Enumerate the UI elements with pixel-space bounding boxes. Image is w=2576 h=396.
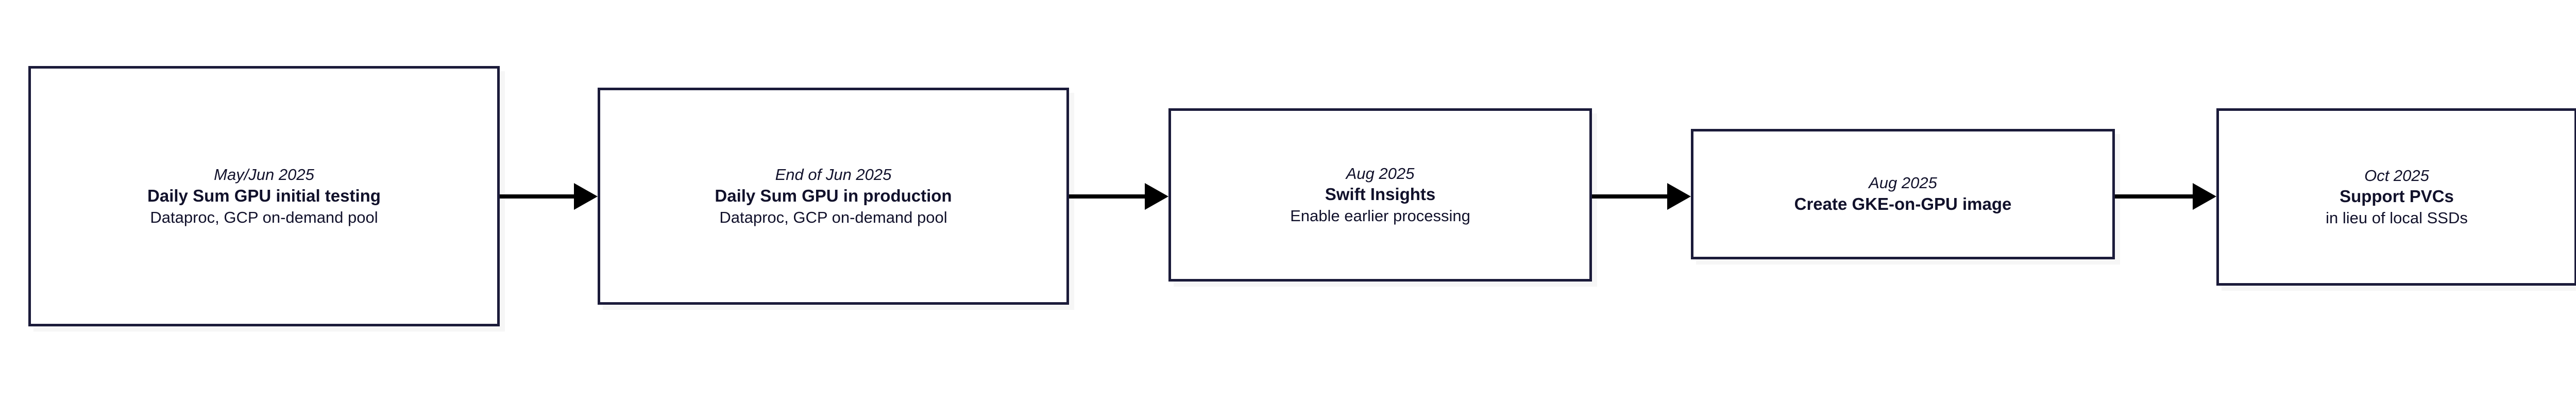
arrow-head-icon <box>2193 183 2216 210</box>
node-detail-label: Dataproc, GCP on-demand pool <box>719 208 947 226</box>
node-detail-label: Dataproc, GCP on-demand pool <box>150 208 378 226</box>
arrow-head-icon <box>1145 183 1168 210</box>
node-date-label: Aug 2025 <box>1869 174 1937 192</box>
arrow-shaft <box>500 194 577 199</box>
arrow-shaft <box>1069 194 1148 199</box>
node-detail-label: Enable earlier processing <box>1290 207 1470 225</box>
arrow-head-icon <box>574 183 598 210</box>
node-title-label: Daily Sum GPU initial testing <box>147 186 381 205</box>
arrow-shaft <box>1592 194 1670 199</box>
node-title-label: Support PVCs <box>2340 187 2454 206</box>
node-date-label: End of Jun 2025 <box>775 166 892 184</box>
node-date-label: Oct 2025 <box>2364 166 2429 185</box>
node-title-label: Swift Insights <box>1325 185 1436 204</box>
arrow-shaft <box>2115 194 2196 199</box>
node-date-label: Aug 2025 <box>1346 164 1415 183</box>
node-title-label: Create GKE-on-GPU image <box>1794 194 2012 213</box>
node-title-label: Daily Sum GPU in production <box>715 186 952 205</box>
node-detail-label: in lieu of local SSDs <box>2326 209 2468 227</box>
arrow-head-icon <box>1667 183 1691 210</box>
node-date-label: May/Jun 2025 <box>214 166 314 184</box>
